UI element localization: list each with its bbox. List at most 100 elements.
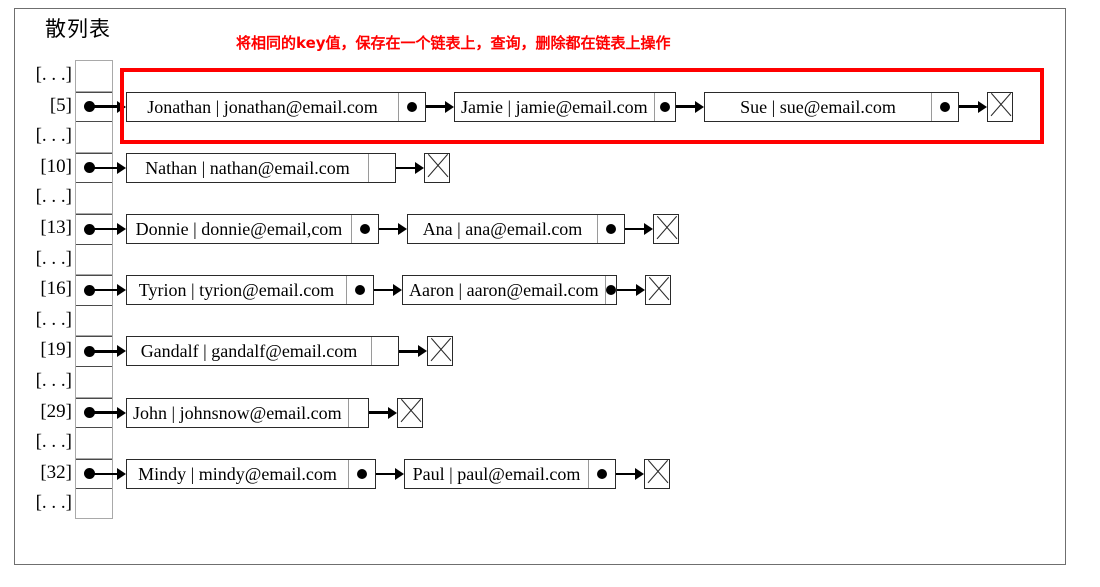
next-pointer-line: [426, 105, 445, 108]
list-node: Donnie | donnie@email,com: [126, 214, 379, 244]
list-node: Mindy | mindy@email.com: [126, 458, 376, 489]
list-node: Aaron | aaron@email.com: [402, 275, 617, 306]
bucket-cell-occupied: [76, 336, 112, 367]
bucket-index-label: [. . .]: [35, 247, 72, 269]
list-node-label: Ana | ana@email.com: [422, 219, 583, 239]
null-terminator: [424, 152, 450, 183]
null-terminator: [427, 336, 453, 367]
bucket-index-label: [. . .]: [35, 308, 72, 330]
bucket-cell-empty: [76, 428, 112, 459]
bucket-pointer-dot: [84, 468, 95, 480]
bucket-cell-empty: [76, 489, 112, 520]
bucket-cell-occupied: [76, 458, 112, 490]
bucket-cell-occupied: [76, 213, 112, 245]
bucket-index-label: [. . .]: [35, 186, 72, 208]
list-node: Paul | paul@email.com: [404, 458, 616, 489]
bucket-pointer-arrowhead: [117, 161, 126, 174]
bucket-index-label: [19]: [40, 339, 72, 361]
bucket-pointer-dot: [84, 345, 95, 357]
bucket-index-label: [16]: [40, 278, 72, 300]
list-node-label: Gandalf | gandalf@email.com: [140, 341, 358, 362]
bucket-pointer-dot: [84, 101, 95, 113]
bucket-pointer-dot: [84, 162, 95, 174]
bucket-cell-occupied: [76, 152, 112, 184]
next-pointer-line: [616, 472, 635, 476]
next-pointer-line: [396, 166, 415, 170]
next-pointer-arrowhead: [418, 345, 427, 358]
bucket-cell-empty: [76, 306, 112, 337]
next-pointer-arrowhead: [415, 161, 424, 174]
next-pointer-line: [399, 350, 418, 353]
list-node-pointer-dot: [407, 101, 417, 112]
bucket-index-label: [. . .]: [35, 431, 72, 453]
list-node-label: Jamie | jamie@email.com: [461, 96, 648, 117]
bucket-pointer-line: [92, 411, 117, 414]
list-node-pointer-dot: [606, 224, 616, 234]
bucket-cell-empty: [76, 61, 112, 92]
bucket-cell-occupied: [76, 275, 112, 306]
next-pointer-arrowhead: [635, 467, 644, 480]
list-node-pointer-dot: [357, 468, 367, 479]
bucket-pointer-arrowhead: [117, 406, 126, 419]
bucket-index-label: [5]: [49, 94, 72, 116]
null-terminator: [987, 91, 1013, 122]
list-node-pointer-dot: [360, 224, 370, 234]
list-node-label: Aaron | aaron@email.com: [409, 280, 599, 301]
bucket-pointer-arrowhead: [117, 100, 126, 113]
list-node: Tyrion | tyrion@email.com: [126, 275, 374, 306]
bucket-pointer-arrowhead: [117, 345, 126, 358]
next-pointer-arrowhead: [445, 100, 454, 113]
list-node-pointer-cell: [347, 398, 368, 427]
list-node-pointer-dot: [659, 101, 670, 112]
bucket-index-label: [. . .]: [35, 492, 72, 514]
next-pointer-line: [376, 472, 395, 476]
next-pointer-line: [374, 288, 393, 292]
bucket-pointer-line: [92, 105, 117, 108]
list-node-pointer-dot: [355, 285, 365, 296]
next-pointer-line: [959, 105, 978, 108]
list-node-pointer-cell: [351, 215, 378, 243]
list-node: Jonathan | jonathan@email.com: [126, 91, 426, 122]
list-node-pointer-cell: [348, 459, 375, 488]
next-pointer-line: [617, 288, 636, 292]
list-node-label: Nathan | nathan@email.com: [145, 157, 350, 178]
bucket-index-label: [. . .]: [35, 64, 72, 85]
next-pointer-line: [379, 227, 398, 231]
bucket-pointer-arrowhead: [117, 284, 126, 297]
list-node: Gandalf | gandalf@email.com: [126, 336, 399, 367]
bucket-index-label: [. . .]: [35, 370, 72, 391]
bucket-pointer-line: [92, 288, 117, 292]
next-pointer-line: [676, 105, 695, 108]
list-node-pointer-cell: [398, 92, 425, 121]
list-node-label: John | johnsnow@email.com: [133, 402, 342, 423]
list-node-label: Tyrion | tyrion@email.com: [138, 280, 335, 301]
list-node: Jamie | jamie@email.com: [454, 91, 676, 122]
bucket-cell-empty: [76, 183, 112, 214]
bucket-pointer-line: [92, 472, 117, 476]
annotation-text: 将相同的key值，保存在一个链表上，查询，删除都在链表上操作: [236, 34, 671, 52]
list-node-pointer-dot: [597, 468, 607, 479]
list-node-pointer-cell: [653, 92, 675, 121]
next-pointer-arrowhead: [978, 100, 987, 113]
bucket-pointer-arrowhead: [117, 467, 126, 480]
bucket-cell-empty: [76, 122, 112, 153]
list-node-label: Sue | sue@email.com: [740, 96, 896, 117]
bucket-index-label: [32]: [40, 461, 72, 483]
list-node-pointer-cell: [931, 92, 958, 121]
list-node-label: Donnie | donnie@email,com: [135, 219, 343, 239]
next-pointer-line: [625, 227, 644, 231]
next-pointer-arrowhead: [636, 284, 645, 297]
next-pointer-arrowhead: [695, 100, 704, 113]
bucket-index-label: [13]: [40, 217, 72, 238]
list-node-pointer-cell: [588, 459, 615, 488]
list-node: Sue | sue@email.com: [704, 91, 959, 122]
bucket-pointer-dot: [84, 223, 95, 235]
bucket-cell-empty: [76, 367, 112, 398]
null-terminator: [644, 458, 670, 489]
list-node-pointer-dot: [940, 101, 950, 112]
next-pointer-arrowhead: [398, 223, 407, 235]
null-terminator: [397, 397, 423, 428]
bucket-index-label: [10]: [40, 155, 72, 177]
list-node-pointer-cell: [597, 215, 624, 243]
null-terminator: [645, 275, 671, 306]
